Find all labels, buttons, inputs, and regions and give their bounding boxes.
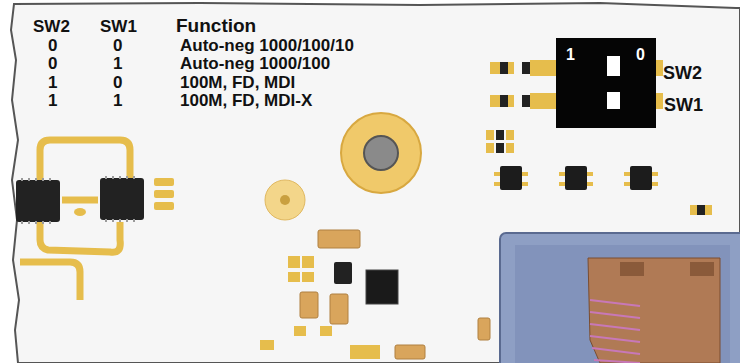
board-outline (11, 3, 740, 363)
resistor-array (154, 178, 174, 210)
switch-setting: 0 (48, 55, 57, 72)
smd-components (260, 230, 490, 359)
mounting-pad (341, 113, 421, 193)
switch-setting: 0 (113, 37, 122, 54)
function-cell: 100M, FD, MDI (180, 74, 295, 91)
column-header: SW1 (100, 18, 137, 35)
trace-pad (74, 208, 86, 216)
dip-switch: 10 (556, 38, 656, 128)
switch-toggle (607, 56, 620, 76)
small-ic (494, 166, 658, 190)
via-pad (265, 180, 305, 220)
switch-position: 1 (566, 47, 575, 63)
function-cell: Auto-neg 1000/100/10 (180, 37, 354, 54)
mounting-hole (364, 136, 398, 170)
switch-label: SW1 (664, 96, 703, 114)
column-header: SW2 (33, 18, 70, 35)
switch-setting: 1 (48, 92, 57, 109)
switch-setting: 0 (113, 74, 122, 91)
rj45-connector (500, 233, 740, 363)
switch-position: 0 (636, 47, 645, 63)
switch-setting: 1 (48, 74, 57, 91)
switch-setting: 1 (113, 55, 122, 72)
switch-setting: 0 (48, 37, 57, 54)
function-cell: Auto-neg 1000/100 (180, 55, 330, 72)
switch-toggle (607, 92, 620, 109)
switch-setting: 1 (113, 92, 122, 109)
qfn-chip (16, 176, 144, 224)
via-hole (280, 195, 290, 205)
function-cell: 100M, FD, MDI-X (180, 92, 312, 109)
switch-label: SW2 (663, 64, 702, 82)
column-header: Function (176, 16, 256, 35)
